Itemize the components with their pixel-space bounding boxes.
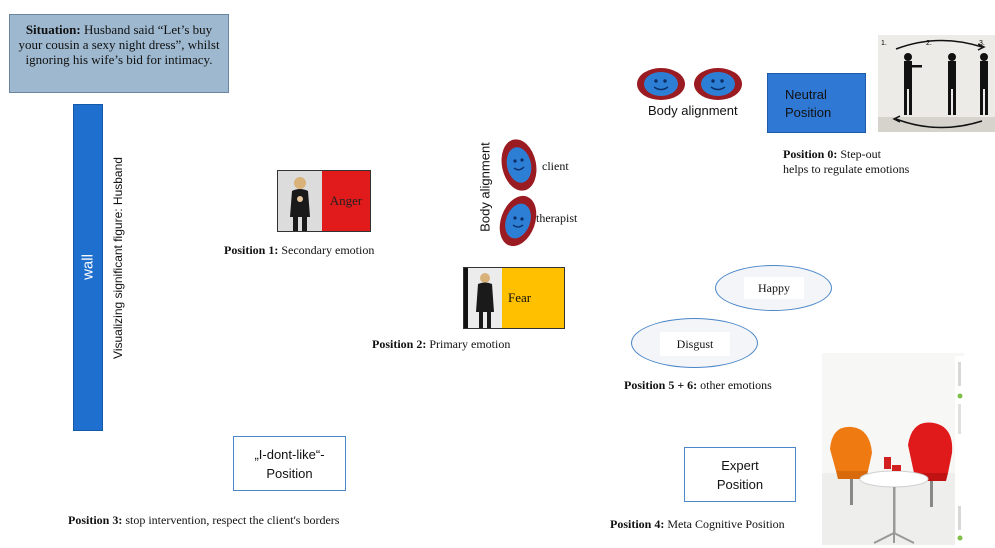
position-2-caption: Position 2: Primary emotion: [372, 337, 510, 352]
disgust-label: Disgust: [660, 332, 730, 356]
body-alignment-vertical-label: Body alignment: [477, 142, 493, 232]
position-0-caption: Position 0: Step-out helps to regulate e…: [783, 147, 909, 177]
step-out-figures-icon: 1. 2. 3.: [878, 35, 995, 132]
chairs-table-icon: [822, 353, 964, 545]
visualizing-label: Visualizing significant figure: Husband: [111, 157, 125, 359]
position-0-bold: Position 0:: [783, 147, 838, 161]
therapist-figure-icon: [499, 195, 537, 247]
stock-watermark-strip: [955, 356, 967, 546]
position-0-text2: helps to regulate emotions: [783, 162, 910, 176]
position-4-caption: Position 4: Meta Cognitive Position: [610, 517, 785, 532]
woman-photo-fear: [464, 268, 502, 328]
position-4-text: Meta Cognitive Position: [664, 517, 785, 531]
client-figure-icon: [501, 139, 537, 191]
neutral-line1: Neutral: [785, 87, 827, 102]
wall-bar: [73, 104, 103, 431]
position-1-caption: Position 1: Secondary emotion: [224, 243, 374, 258]
position-5-6-caption: Position 5 + 6: other emotions: [624, 378, 772, 393]
position-3-caption: Position 3: stop intervention, respect t…: [68, 513, 339, 528]
wall-label: wall: [79, 254, 97, 280]
position-3-bold: Position 3:: [68, 513, 123, 527]
woman-figure-icon: [278, 171, 322, 231]
step-out-photo: 1. 2. 3.: [878, 35, 995, 132]
situation-box: Situation: Husband said “Let’s buy your …: [9, 14, 229, 93]
position-2-bold: Position 2:: [372, 337, 427, 351]
position-4-bold: Position 4:: [610, 517, 665, 531]
chairs-photo: [822, 353, 964, 545]
woman-figure-icon: [468, 268, 502, 328]
client-label: client: [542, 159, 569, 173]
anger-label: Anger: [322, 171, 370, 231]
expert-line2: Position: [716, 477, 764, 492]
position-1-bold: Position 1:: [224, 243, 279, 257]
position-1-text: Secondary emotion: [278, 243, 375, 257]
step-2-label: 2.: [926, 40, 932, 47]
step-1-label: 1.: [881, 40, 887, 47]
neutral-position-box: Neutral Position: [767, 73, 866, 133]
client-therapist-figures: [499, 139, 537, 247]
position-5-6-bold: Position 5 + 6:: [624, 378, 698, 392]
step-3-label: 3.: [979, 40, 985, 47]
i-dont-like-box: „I-dont-like“- Position: [233, 436, 346, 491]
woman-photo: [278, 171, 322, 231]
happy-label: Happy: [744, 277, 804, 299]
anger-card: Anger: [277, 170, 371, 232]
i-dont-like-line2: Position: [266, 466, 313, 481]
therapist-label: therapist: [536, 211, 578, 225]
body-alignment-figures: [637, 68, 742, 100]
figure-right-icon: [694, 68, 742, 100]
position-5-6-text: other emotions: [697, 378, 772, 392]
situation-text: Husband said “Let’s buy your cousin a se…: [18, 22, 220, 67]
i-dont-like-line1: „I-dont-like“-: [254, 447, 325, 462]
fear-label: Fear: [502, 268, 564, 328]
expert-line1: Expert: [721, 458, 759, 473]
position-3-text: stop intervention, respect the client's …: [122, 513, 340, 527]
position-2-text: Primary emotion: [426, 337, 511, 351]
expert-position-box: Expert Position: [684, 447, 796, 502]
figure-left-icon: [637, 68, 685, 100]
position-0-text: Step-out: [837, 147, 882, 161]
body-alignment-horizontal-label: Body alignment: [648, 103, 738, 118]
neutral-line2: Position: [785, 105, 832, 120]
fear-card: Fear: [463, 267, 565, 329]
situation-label: Situation:: [25, 22, 81, 37]
